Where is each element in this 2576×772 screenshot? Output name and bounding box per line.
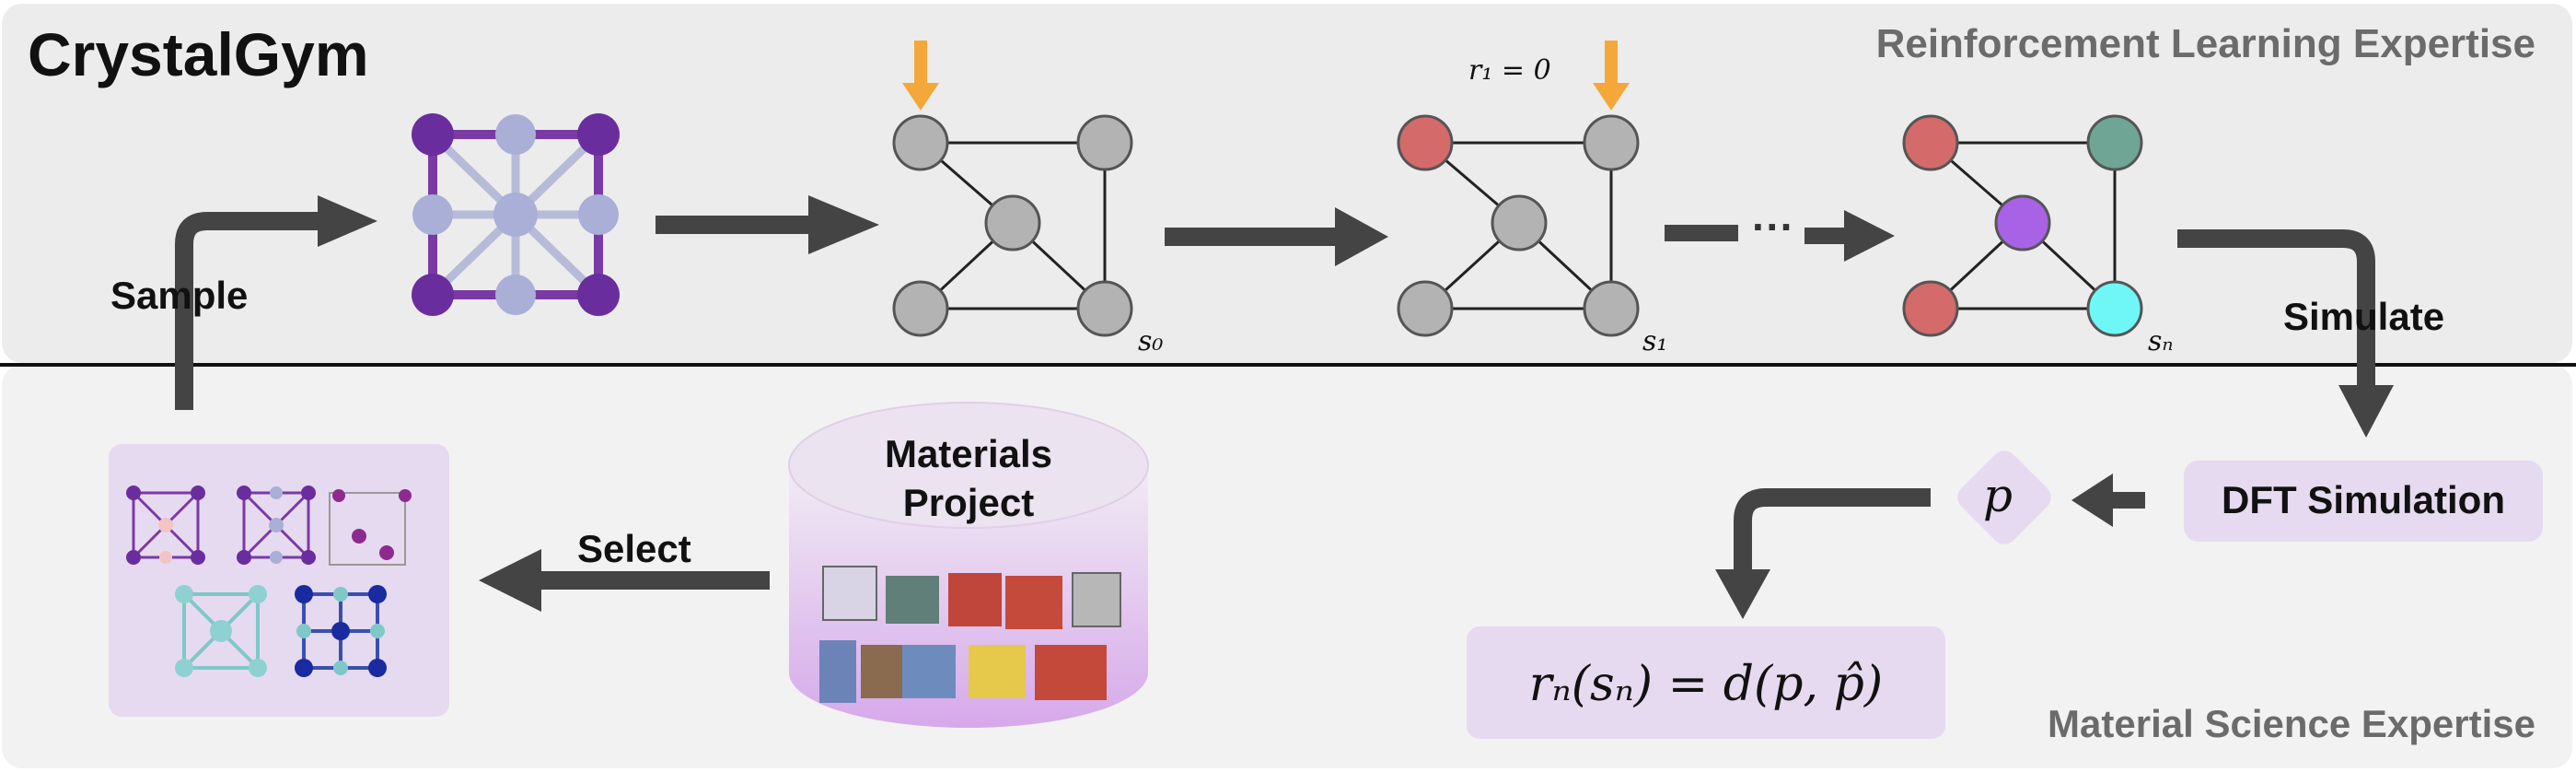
s0-label: s₀	[1138, 325, 1163, 357]
graph-state-s0: s₀	[892, 41, 1163, 357]
sN-node-2	[2086, 114, 2143, 171]
arrow-crystal-to-s0	[656, 195, 879, 254]
materials-project-database: Materials Project	[788, 402, 1149, 728]
s1-node-2	[1583, 114, 1640, 171]
s0-node-5	[1076, 280, 1133, 337]
materials-project-line2: Project	[903, 481, 1034, 524]
sN-node-3	[1994, 194, 2051, 251]
simulate-arrow	[2177, 229, 2394, 438]
property-diamond	[1957, 450, 2051, 544]
arrow-ellipsis-to-sN	[1804, 210, 1895, 262]
ellipsis: ···	[1752, 203, 1794, 251]
sN-node-5	[2086, 280, 2143, 337]
app-title: CrystalGym	[28, 20, 369, 88]
s1-node-4	[1397, 280, 1454, 337]
property-label: p	[1983, 469, 2013, 522]
sample-arrow	[175, 195, 377, 410]
r1-label: r₁ = 0	[1468, 54, 1551, 87]
crystal-structure	[412, 113, 620, 316]
s1-node-1	[1397, 114, 1454, 171]
arrow-s1-to-ellipsis	[1665, 225, 1738, 241]
s0-node-1	[892, 114, 949, 171]
dft-simulation-label: DFT Simulation	[2222, 478, 2505, 521]
s0-node-4	[892, 280, 949, 337]
sN-label: sₙ	[2148, 325, 2174, 357]
sN-node-4	[1902, 280, 1959, 337]
materials-project-line1: Materials	[885, 432, 1052, 475]
materials-thumbnails	[819, 566, 1121, 703]
s1-node-5	[1583, 280, 1640, 337]
dft-simulation-box	[2184, 461, 2543, 542]
s1-label: s₁	[1642, 325, 1667, 357]
arrow-dft-to-p	[2071, 474, 2145, 527]
sample-label: Sample	[110, 274, 248, 317]
simulate-label: Simulate	[2283, 295, 2444, 338]
reward-formula: rₙ(sₙ) = d(p, p̂)	[1529, 657, 1883, 712]
ms-expertise-label: Material Science Expertise	[2048, 702, 2535, 745]
graph-state-s1: r₁ = 0 s₁	[1397, 41, 1667, 357]
reward-box	[1467, 626, 1945, 739]
s1-pointer-arrow	[1593, 41, 1630, 111]
select-label: Select	[577, 527, 691, 570]
arrow-p-to-reward	[1715, 488, 1931, 619]
sampled-structures	[126, 485, 412, 677]
s0-node-3	[984, 194, 1041, 251]
sN-node-1	[1902, 114, 1959, 171]
s0-pointer-arrow	[902, 41, 939, 111]
sampled-structures-panel	[109, 444, 449, 717]
select-arrow	[479, 549, 770, 612]
rl-expertise-label: Reinforcement Learning Expertise	[1876, 21, 2535, 66]
graph-state-sN: sₙ	[1902, 114, 2174, 357]
s1-node-3	[1491, 194, 1548, 251]
arrow-s0-to-s1	[1165, 207, 1388, 266]
rl-section-background	[2, 4, 2572, 363]
s0-node-2	[1076, 114, 1133, 171]
